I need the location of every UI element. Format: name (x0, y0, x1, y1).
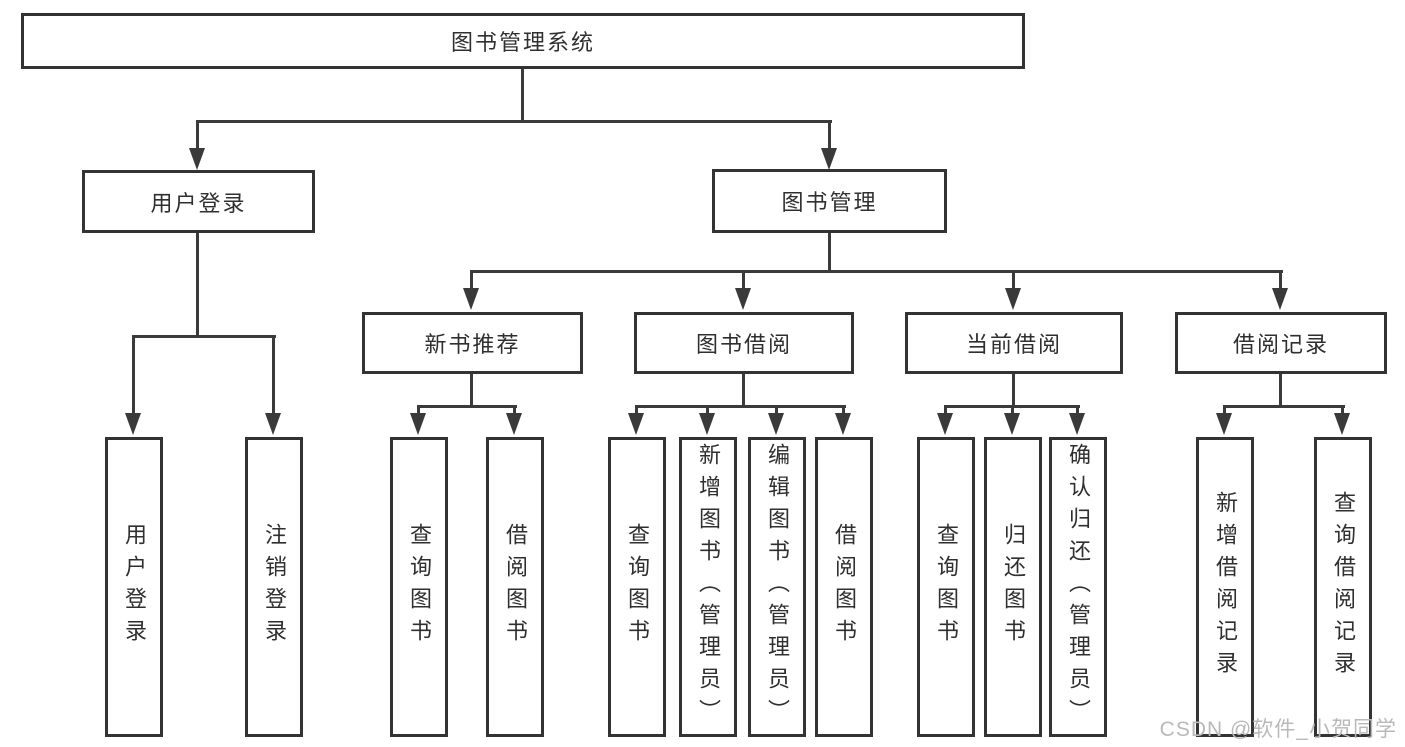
connector-line (196, 233, 199, 335)
connector-line (470, 374, 473, 405)
leaf-query-book-recommend: 查询图书 (390, 437, 448, 737)
connector-line (828, 233, 831, 270)
leaf-add-book-admin: 新增图书（管理员） (679, 437, 737, 737)
arrow-down-icon (463, 288, 479, 310)
leaf-logout-label: 注销登录 (262, 523, 287, 651)
connector-line (196, 120, 199, 148)
arrow-down-icon (1272, 288, 1288, 310)
arrow-down-icon (189, 148, 205, 170)
arrow-down-icon (410, 413, 426, 435)
connector-line (513, 405, 516, 413)
arrow-down-icon (1334, 413, 1350, 435)
connector-line (470, 270, 473, 290)
connector-line (706, 405, 709, 413)
leaf-borrow-book: 借阅图书 (815, 437, 873, 737)
leaf-edit-book-admin-label: 编辑图书（管理员） (765, 443, 790, 731)
leaf-query-book-current-label: 查询图书 (934, 523, 959, 651)
connector-line (1011, 405, 1014, 413)
node-book-management-label: 图书管理 (781, 190, 878, 215)
arrow-down-icon (735, 288, 751, 310)
arrow-down-icon (628, 413, 644, 435)
leaf-add-book-admin-label: 新增图书（管理员） (696, 443, 721, 731)
connector-line (272, 335, 275, 413)
connector-line (828, 120, 831, 148)
node-borrow-records-label: 借阅记录 (1232, 332, 1329, 357)
node-new-book-recommend-label: 新书推荐 (424, 332, 521, 357)
leaf-query-borrow-record: 查询借阅记录 (1314, 437, 1372, 737)
leaf-query-book-recommend-label: 查询图书 (407, 523, 432, 651)
connector-line (196, 120, 832, 123)
node-current-borrow: 当前借阅 (905, 312, 1123, 374)
leaf-borrow-book-recommend: 借阅图书 (486, 437, 544, 737)
connector-line (470, 270, 1283, 273)
arrow-down-icon (699, 413, 715, 435)
leaf-confirm-return-admin-label: 确认归还（管理员） (1066, 443, 1091, 731)
connector-line (742, 374, 745, 405)
leaf-user-login: 用户登录 (105, 437, 163, 737)
leaf-borrow-book-recommend-label: 借阅图书 (503, 523, 528, 651)
leaf-return-book: 归还图书 (984, 437, 1042, 737)
connector-line (132, 335, 276, 338)
node-current-borrow-label: 当前借阅 (965, 332, 1062, 357)
arrow-down-icon (1005, 288, 1021, 310)
node-book-borrow-label: 图书借阅 (695, 332, 792, 357)
node-root-label: 图书管理系统 (450, 30, 595, 55)
connector-line (1279, 374, 1282, 405)
arrow-down-icon (821, 148, 837, 170)
leaf-query-borrow-record-label: 查询借阅记录 (1331, 491, 1356, 683)
arrow-down-icon (835, 413, 851, 435)
leaf-edit-book-admin: 编辑图书（管理员） (748, 437, 806, 737)
arrow-down-icon (1069, 413, 1085, 435)
connector-line (635, 405, 638, 413)
connector-line (742, 270, 745, 290)
arrow-down-icon (1004, 413, 1020, 435)
node-new-book-recommend: 新书推荐 (362, 312, 583, 374)
connector-line (1341, 405, 1344, 413)
leaf-query-book-borrow: 查询图书 (608, 437, 666, 737)
connector-line (1279, 270, 1282, 290)
connector-line (842, 405, 845, 413)
connector-line (1012, 270, 1015, 290)
leaf-add-borrow-record: 新增借阅记录 (1196, 437, 1254, 737)
arrow-down-icon (125, 413, 141, 435)
connector-line (1076, 405, 1079, 413)
connector-line (1223, 405, 1345, 408)
leaf-confirm-return-admin: 确认归还（管理员） (1049, 437, 1107, 737)
arrow-down-icon (265, 413, 281, 435)
connector-line (417, 405, 517, 408)
leaf-add-borrow-record-label: 新增借阅记录 (1213, 491, 1238, 683)
connector-line (775, 405, 778, 413)
watermark: CSDN @软件_小贺同学 (1159, 718, 1397, 741)
arrow-down-icon (506, 413, 522, 435)
leaf-borrow-book-label: 借阅图书 (832, 523, 857, 651)
leaf-query-book-current: 查询图书 (917, 437, 975, 737)
leaf-return-book-label: 归还图书 (1001, 523, 1026, 651)
leaf-user-login-label: 用户登录 (122, 523, 147, 651)
node-user-login-label: 用户登录 (150, 190, 247, 216)
node-user-login: 用户登录 (82, 170, 315, 233)
arrow-down-icon (937, 413, 953, 435)
connector-line (521, 69, 524, 120)
connector-line (1223, 405, 1226, 413)
leaf-logout: 注销登录 (245, 437, 303, 737)
connector-line (1012, 374, 1015, 405)
connector-line (944, 405, 947, 413)
arrow-down-icon (1216, 413, 1232, 435)
connector-line (417, 405, 420, 413)
node-root: 图书管理系统 (21, 13, 1025, 69)
leaf-query-book-borrow-label: 查询图书 (625, 523, 650, 651)
node-book-borrow: 图书借阅 (634, 312, 854, 374)
connector-line (132, 335, 135, 413)
node-borrow-records: 借阅记录 (1175, 312, 1387, 374)
node-book-management: 图书管理 (712, 169, 947, 233)
connector-line (635, 405, 846, 408)
arrow-down-icon (768, 413, 784, 435)
